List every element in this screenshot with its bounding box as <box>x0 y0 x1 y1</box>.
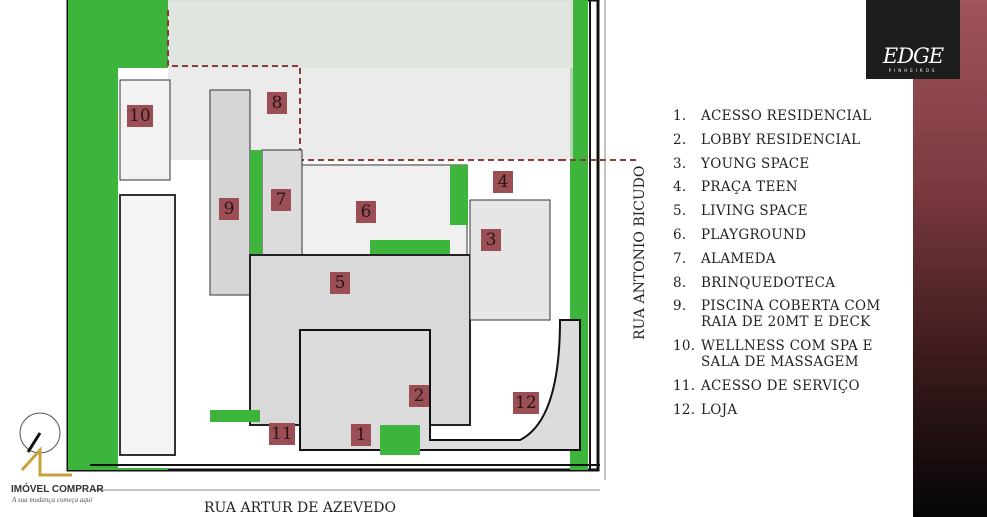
plan-label-5: 5 <box>330 272 350 294</box>
legend-number: 8. <box>673 274 687 291</box>
floor-plan <box>19 0 640 491</box>
legend-number: 6. <box>673 226 687 243</box>
plan-label-1: 1 <box>351 424 371 446</box>
legend-text: LOJA <box>701 401 738 418</box>
legend-number: 7. <box>673 250 687 267</box>
legend-text: PRAÇA TEEN <box>701 179 798 196</box>
plan-label-9: 9 <box>219 198 239 220</box>
legend-text: LIVING SPACE <box>701 203 808 220</box>
legend-number: 4. <box>673 179 687 196</box>
plan-label-3: 3 <box>481 229 501 251</box>
legend-item: 8. BRINQUEDOTECA <box>673 275 893 291</box>
watermark-brand: IMÓVEL COMPRAR <box>11 484 104 495</box>
decorative-gradient-strip <box>913 0 987 517</box>
plan-label-6: 6 <box>356 201 376 223</box>
legend-text: LOBBY RESIDENCIAL <box>701 131 861 148</box>
legend-item: 11. ACESSO DE SERVIÇO <box>673 378 893 394</box>
street-right-label: RUA ANTONIO BICUDO <box>632 165 648 340</box>
edge-logo: EDGE PINHEIROS <box>866 0 960 79</box>
street-bottom-label: RUA ARTUR DE AZEVEDO <box>204 500 396 516</box>
legend-item: 6. PLAYGROUND <box>673 227 893 243</box>
legend-item: 2. LOBBY RESIDENCIAL <box>673 132 893 148</box>
legend-item: 3. YOUNG SPACE <box>673 156 893 172</box>
legend-text: ALAMEDA <box>701 250 776 267</box>
legend-item: 4. PRAÇA TEEN <box>673 179 893 195</box>
legend-item: 10. WELLNESS COM SPA E SALA DE MASSAGEM <box>673 338 893 370</box>
legend-item: 9. PISCINA COBERTA COM RAIA DE 20MT E DEC… <box>673 298 893 330</box>
legend-number: 1. <box>673 108 687 124</box>
legend-number: 9. <box>673 298 687 315</box>
legend-item: 1. ACESSO RESIDENCIAL <box>673 108 893 124</box>
legend-item: 7. ALAMEDA <box>673 251 893 267</box>
legend-item: 12. LOJA <box>673 402 893 418</box>
legend-text: ACESSO DE SERVIÇO <box>701 377 860 394</box>
legend-number: 5. <box>673 203 687 220</box>
plan-label-8: 8 <box>267 92 287 114</box>
legend-text: WELLNESS COM SPA E SALA DE MASSAGEM <box>701 338 873 371</box>
plan-label-12: 12 <box>513 392 539 414</box>
legend-number: 3. <box>673 155 687 172</box>
logo-subtitle: PINHEIROS <box>888 68 938 73</box>
legend-text: YOUNG SPACE <box>701 155 810 172</box>
plan-label-4: 4 <box>493 171 513 193</box>
plan-label-7: 7 <box>271 189 291 211</box>
watermark-tagline: A sua mudança começa aqui <box>12 496 93 504</box>
legend: 1. ACESSO RESIDENCIAL 2. LOBBY RESIDENCIAL… <box>673 108 893 426</box>
legend-text: ACESSO RESIDENCIAL <box>701 108 872 124</box>
legend-number: 10. <box>673 338 696 355</box>
legend-text: PISCINA COBERTA COM RAIA DE 20MT E DECK <box>701 298 881 331</box>
legend-text: BRINQUEDOTECA <box>701 274 836 291</box>
legend-item: 5. LIVING SPACE <box>673 203 893 219</box>
legend-text: PLAYGROUND <box>701 226 807 243</box>
legend-number: 12. <box>673 401 696 418</box>
plan-label-10: 10 <box>127 105 153 127</box>
legend-number: 11. <box>673 377 696 394</box>
plan-label-11: 11 <box>269 423 295 445</box>
logo-name: EDGE <box>882 44 944 68</box>
legend-number: 2. <box>673 131 687 148</box>
plan-label-2: 2 <box>409 385 429 407</box>
